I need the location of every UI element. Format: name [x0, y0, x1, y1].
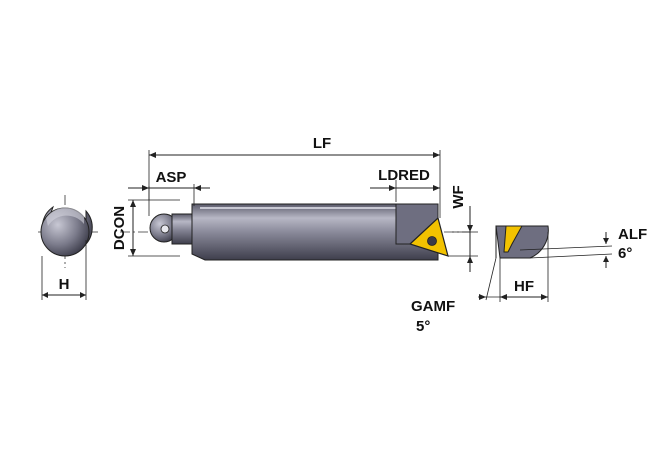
alf-ref-line-2: [529, 253, 613, 259]
dcon-arrows: [130, 200, 136, 256]
insert-detail-view: ALF 6° HF GAMF 5°: [411, 225, 647, 335]
dcon-dimension: DCON: [111, 199, 180, 257]
asp-dimension: ASP: [128, 169, 210, 206]
tool-side-view: [120, 203, 470, 261]
label-gamf: GAMF: [411, 298, 455, 315]
label-lf: LF: [313, 135, 331, 152]
shank-ball-hole: [160, 224, 170, 234]
alf-ref-line-1: [519, 245, 613, 251]
ldred-dimension: LDRED: [370, 167, 440, 202]
label-ldred: LDRED: [378, 167, 430, 184]
label-asp: ASP: [156, 169, 187, 186]
detail-head: [495, 225, 549, 259]
label-alf: ALF: [618, 226, 647, 243]
detail-insert: [503, 225, 523, 253]
label-gamf-value: 5°: [416, 318, 430, 335]
label-wf: WF: [450, 185, 467, 208]
label-hf: HF: [514, 278, 534, 295]
insert-screw: [427, 236, 437, 246]
lf-dimension: LF: [148, 135, 441, 218]
label-h: H: [59, 276, 70, 293]
label-dcon: DCON: [111, 206, 128, 250]
end-view-highlight: [46, 207, 84, 226]
cutting-insert: [408, 216, 449, 257]
alf-arrows: [603, 238, 609, 262]
gamf-arrow: [479, 294, 486, 300]
end-view: H: [38, 195, 98, 300]
gamf-ref-line: [485, 257, 497, 301]
wf-dimension: WF: [448, 185, 478, 272]
label-alf-value: 6°: [618, 245, 632, 262]
shank-neck: [171, 213, 195, 245]
